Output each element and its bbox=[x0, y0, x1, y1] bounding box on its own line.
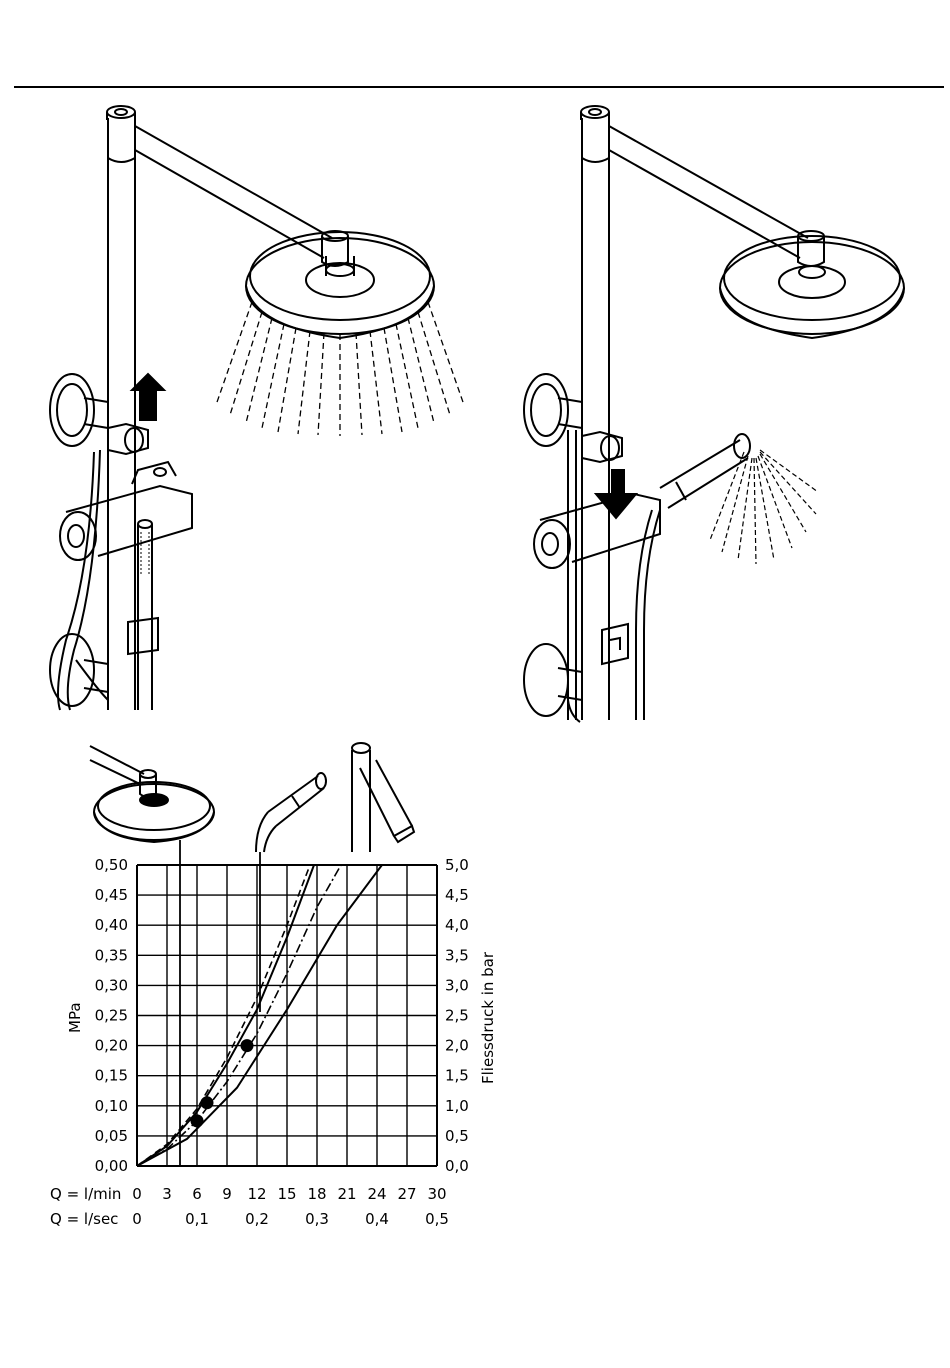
x-lmin-tick-label: 9 bbox=[222, 1185, 232, 1203]
x-axis-label-lmin: Q = l/min bbox=[50, 1185, 121, 1203]
y-left-tick-label: 0,45 bbox=[95, 886, 128, 904]
x-axis-label-lsec: Q = l/sec bbox=[50, 1210, 118, 1228]
x-lsec-tick-label: 0,3 bbox=[305, 1210, 329, 1228]
data-point bbox=[191, 1114, 204, 1127]
y-left-tick-label: 0,15 bbox=[95, 1067, 128, 1085]
y-right-tick-label: 5,0 bbox=[445, 856, 469, 874]
y-left-tick-label: 0,50 bbox=[95, 856, 128, 874]
y-right-tick-label: 3,0 bbox=[445, 976, 469, 994]
side-shower-icon bbox=[352, 743, 414, 852]
x-lmin-tick-label: 18 bbox=[307, 1185, 326, 1203]
y-right-tick-label: 0,5 bbox=[445, 1127, 469, 1145]
y-left-tick-label: 0,00 bbox=[95, 1157, 128, 1175]
data-point bbox=[241, 1039, 254, 1052]
y-left-tick-label: 0,10 bbox=[95, 1097, 128, 1115]
y-right-axis-label: Fliessdruck in bar bbox=[479, 951, 497, 1084]
x-lsec-tick-label: 0,5 bbox=[425, 1210, 449, 1228]
y-right-tick-label: 4,0 bbox=[445, 916, 469, 934]
y-left-tick-label: 0,40 bbox=[95, 916, 128, 934]
y-left-tick-label: 0,25 bbox=[95, 1007, 128, 1025]
data-point bbox=[201, 1096, 214, 1109]
x-lmin-tick-label: 24 bbox=[367, 1185, 386, 1203]
x-lsec-tick-label: 0 bbox=[132, 1210, 142, 1228]
x-lmin-tick-label: 12 bbox=[247, 1185, 266, 1203]
y-left-tick-label: 0,20 bbox=[95, 1037, 128, 1055]
x-lmin-tick-label: 15 bbox=[277, 1185, 296, 1203]
x-lmin-tick-label: 6 bbox=[192, 1185, 202, 1203]
x-lmin-tick-label: 27 bbox=[397, 1185, 416, 1203]
y-right-tick-label: 1,5 bbox=[445, 1067, 469, 1085]
y-right-tick-label: 0,0 bbox=[445, 1157, 469, 1175]
x-lmin-tick-label: 21 bbox=[337, 1185, 356, 1203]
y-right-tick-label: 4,5 bbox=[445, 886, 469, 904]
y-left-axis-label: MPa bbox=[66, 1002, 84, 1033]
x-lmin-tick-label: 3 bbox=[162, 1185, 172, 1203]
y-left-tick-label: 0,30 bbox=[95, 976, 128, 994]
y-left-tick-label: 0,05 bbox=[95, 1127, 128, 1145]
y-right-tick-label: 2,5 bbox=[445, 1007, 469, 1025]
flow-rate-chart: 0,000,050,100,150,200,250,300,350,400,45… bbox=[95, 856, 469, 1228]
y-right-tick-label: 1,0 bbox=[445, 1097, 469, 1115]
x-lmin-tick-label: 0 bbox=[132, 1185, 142, 1203]
x-lsec-tick-label: 0,4 bbox=[365, 1210, 389, 1228]
y-right-tick-label: 2,0 bbox=[445, 1037, 469, 1055]
y-right-tick-label: 3,5 bbox=[445, 946, 469, 964]
shower-system-hand-shower-illustration bbox=[524, 106, 904, 722]
x-lsec-tick-label: 0,2 bbox=[245, 1210, 269, 1228]
shower-system-overhead-illustration bbox=[50, 106, 464, 710]
x-lsec-tick-label: 0,1 bbox=[185, 1210, 209, 1228]
y-left-tick-label: 0,35 bbox=[95, 946, 128, 964]
x-lmin-tick-label: 30 bbox=[427, 1185, 446, 1203]
